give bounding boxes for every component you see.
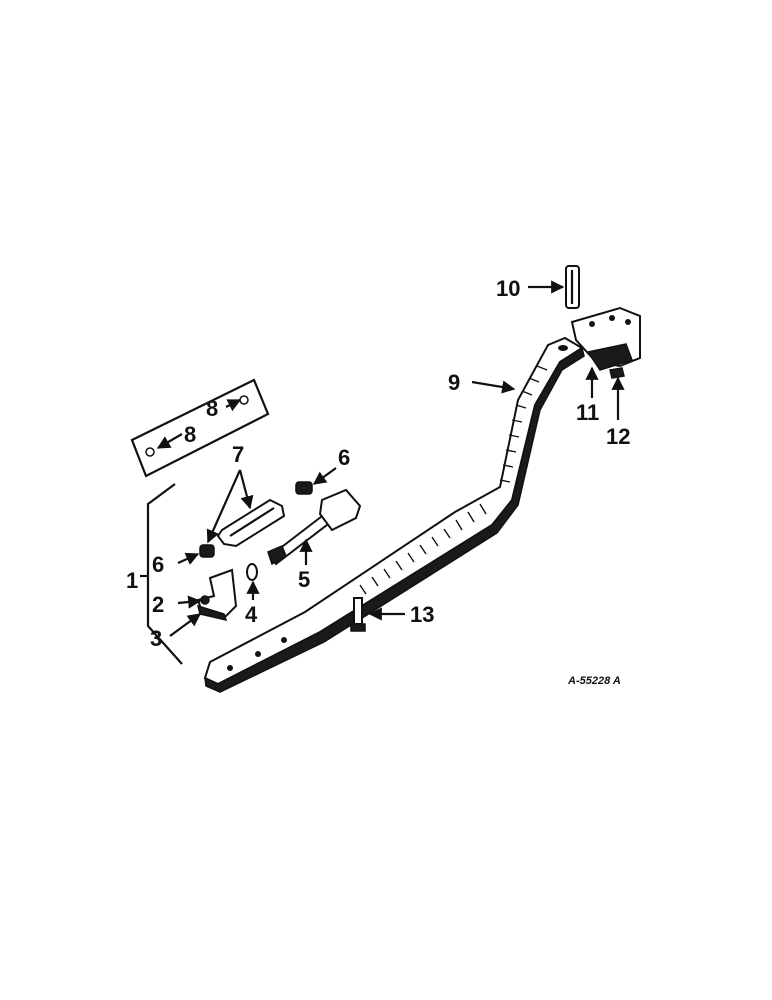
- leader-8b: [225, 399, 242, 412]
- callout-5: 5: [298, 567, 310, 592]
- leader-8a: [156, 433, 183, 449]
- callout-7: 7: [232, 442, 244, 467]
- callout-4: 4: [245, 602, 258, 627]
- leader-9: [471, 380, 516, 394]
- callout-10: 10: [496, 276, 520, 301]
- callout-8-left: 8: [184, 422, 196, 447]
- drawbar-part: [203, 336, 585, 693]
- group-brace: [146, 483, 183, 665]
- callout-6-left: 6: [152, 552, 164, 577]
- leader-7a: [206, 469, 242, 544]
- leader-3: [169, 613, 202, 637]
- nut-part-12: [609, 367, 625, 379]
- callout-9: 9: [448, 370, 460, 395]
- washer-part-4: [246, 563, 258, 581]
- clevis-part: [570, 306, 641, 371]
- bolt-part-13: [350, 597, 366, 632]
- callout-13: 13: [410, 602, 434, 627]
- leader-7b: [238, 469, 254, 510]
- callout-11: 11: [576, 400, 599, 425]
- cap-part-6a: [199, 544, 215, 558]
- bracket-part-3-shadow: [196, 604, 228, 622]
- callout-12: 12: [606, 424, 630, 449]
- leader-2: [177, 595, 202, 609]
- pin-part: [565, 265, 580, 309]
- leader-6a: [177, 552, 200, 565]
- leader-6b: [312, 467, 337, 485]
- callout-6-right: 6: [338, 445, 350, 470]
- callout-2: 2: [152, 592, 164, 617]
- figure-reference-number: A-55228 A: [567, 675, 621, 687]
- cap-part-6b: [295, 481, 313, 495]
- ball-part-2: [200, 595, 210, 605]
- callout-3: 3: [150, 626, 162, 651]
- callout-1: 1: [126, 568, 138, 593]
- kit-box: [130, 378, 270, 478]
- grip-part-7: [216, 498, 286, 548]
- callout-8-right: 8: [206, 396, 218, 421]
- stud-part-5: [267, 488, 362, 566]
